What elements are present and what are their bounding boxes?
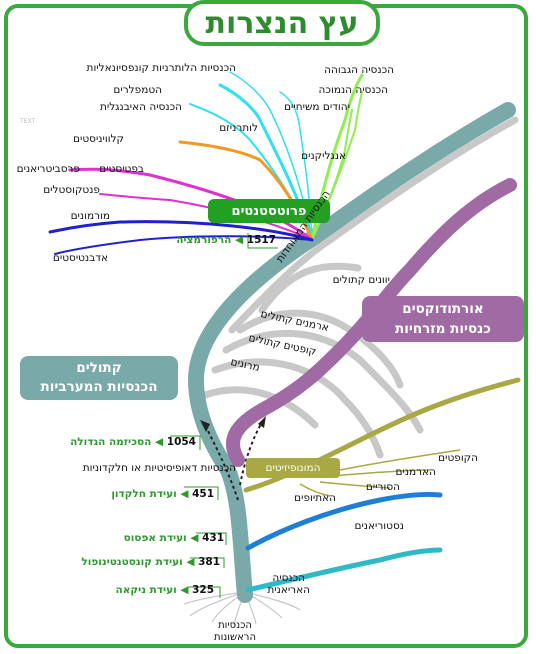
event-reformation: 1517 ◀ הרפורמציה <box>176 234 276 246</box>
label-arian: הכנסיה האריאנית <box>267 572 310 596</box>
page-title: עץ הנצרות <box>205 5 359 41</box>
event-year: 451 <box>192 488 214 500</box>
label-arian-line2: האריאנית <box>267 584 310 596</box>
arrowhead-left <box>200 420 210 432</box>
label-anglicans: אנגליקנים <box>301 150 346 162</box>
event-year: 325 <box>192 584 214 596</box>
catholic-box: קתולים הכנסיות המערביות <box>20 356 178 400</box>
split-arrow-right <box>239 421 263 486</box>
ethiopians-line <box>299 483 331 497</box>
event-year: 1517 <box>246 234 276 246</box>
label-ethiopians: האתיופים <box>294 492 336 504</box>
armenians-line <box>329 469 431 477</box>
orthodox-subtitle: כנסיות מזרחיות <box>395 321 491 337</box>
event-chalcedon: 451 ◀ ועידת חלקדון <box>111 488 214 500</box>
protestant-box: פרוטסטנטים <box>208 199 330 223</box>
event-year: 431 <box>202 532 224 544</box>
event-constantinople: 381 ◀ ועידת קונסטנטינופול <box>81 556 220 568</box>
catholic-subtitle: הכנסיות המערביות <box>40 379 158 395</box>
catholic-title: קתולים <box>76 360 122 376</box>
event-arrow-icon: ◀ <box>235 234 244 246</box>
orthodox-branch <box>226 178 517 467</box>
event-year: 1054 <box>166 436 196 448</box>
label-adventists: אדבנטיסטים <box>52 252 108 264</box>
faint-placeholder-text: TEXT <box>20 118 36 125</box>
event-label: הסכיזמה הגדולה <box>70 436 152 448</box>
event-arrow-icon: ◀ <box>190 532 199 544</box>
label-syriacs: הסוריים <box>365 481 400 493</box>
label-lutheran-confessional: הכנסיות הלותרניות קונפסיונאליות <box>86 62 236 74</box>
event-great-schism: 1054 ◀ הסכיזמה הגדולה <box>70 436 196 448</box>
label-presbyterians: פרסביטריאנים <box>16 163 80 175</box>
label-early-churches-line2: הראשונות <box>214 632 256 643</box>
event-arrow-icon: ◀ <box>180 488 189 500</box>
event-label: ועידת ניקאה <box>115 584 177 596</box>
syriacs-line <box>319 481 391 489</box>
copts-line <box>339 449 461 471</box>
event-nicaea: 325 ◀ ועידת ניקאה <box>116 584 214 596</box>
label-baptists: בפטיסטים <box>99 163 144 175</box>
event-year: 381 <box>198 556 220 568</box>
event-arrow-icon: ◀ <box>180 584 189 596</box>
nestorian-branch <box>245 492 443 551</box>
split-arrow-left <box>204 424 239 501</box>
label-calvinists: קלוויניסטים <box>73 133 124 145</box>
label-armenians: הארמנים <box>395 466 436 478</box>
monophysite-box: המונופיזיטים <box>246 458 340 478</box>
label-non-chalcedonian: הכנסיות דאופיסיטיות או חלקדוניות <box>82 462 236 474</box>
label-mormons: מורמונים <box>70 210 110 222</box>
event-arrow-icon: ◀ <box>155 436 164 448</box>
event-markers <box>170 233 278 598</box>
arrowhead-right <box>258 416 266 428</box>
label-lutheranism: לותרניזם <box>219 122 258 134</box>
event-ephesus: 431 ◀ ועידת אפסוס <box>124 532 224 544</box>
orthodox-box: אורתודוקסים כנסיות מזרחיות <box>362 296 524 342</box>
label-copts: הקופטים <box>438 452 478 464</box>
label-messianic-jews: יהודים משיחיים <box>284 101 350 113</box>
label-templars: הטמפלרים <box>113 84 162 96</box>
protestant-branches <box>48 71 364 255</box>
label-high-church: הכנסיה הגבוהה <box>324 64 394 76</box>
label-early-churches-line1: הכנסיות <box>218 620 252 631</box>
event-label: הרפורמציה <box>176 234 232 246</box>
event-arrow-icon: ◀ <box>186 556 195 568</box>
catholic-trunk <box>187 102 516 603</box>
label-nestorians: נסטוריאנים <box>354 520 404 532</box>
event-label: ועידת חלקדון <box>111 488 177 500</box>
arian-branch <box>245 547 443 593</box>
label-early-churches: הכנסיות הראשונות <box>214 620 256 644</box>
label-greek-catholic: יוונים קתולים <box>332 274 390 286</box>
label-pentecostals: פנטקוסטלים <box>43 184 100 196</box>
title-box: עץ הנצרות <box>184 0 380 46</box>
event-label: ועידת אפסוס <box>123 532 187 544</box>
label-low-church: הכנסיה הנמוכה <box>318 84 388 96</box>
event-label: ועידת קונסטנטינופול <box>81 556 183 568</box>
label-arian-line1: הכנסיה <box>272 572 305 584</box>
orthodox-title: אורתודוקסים <box>402 301 484 317</box>
label-evangelical: הכנסיה האיבנגלית <box>99 101 182 113</box>
